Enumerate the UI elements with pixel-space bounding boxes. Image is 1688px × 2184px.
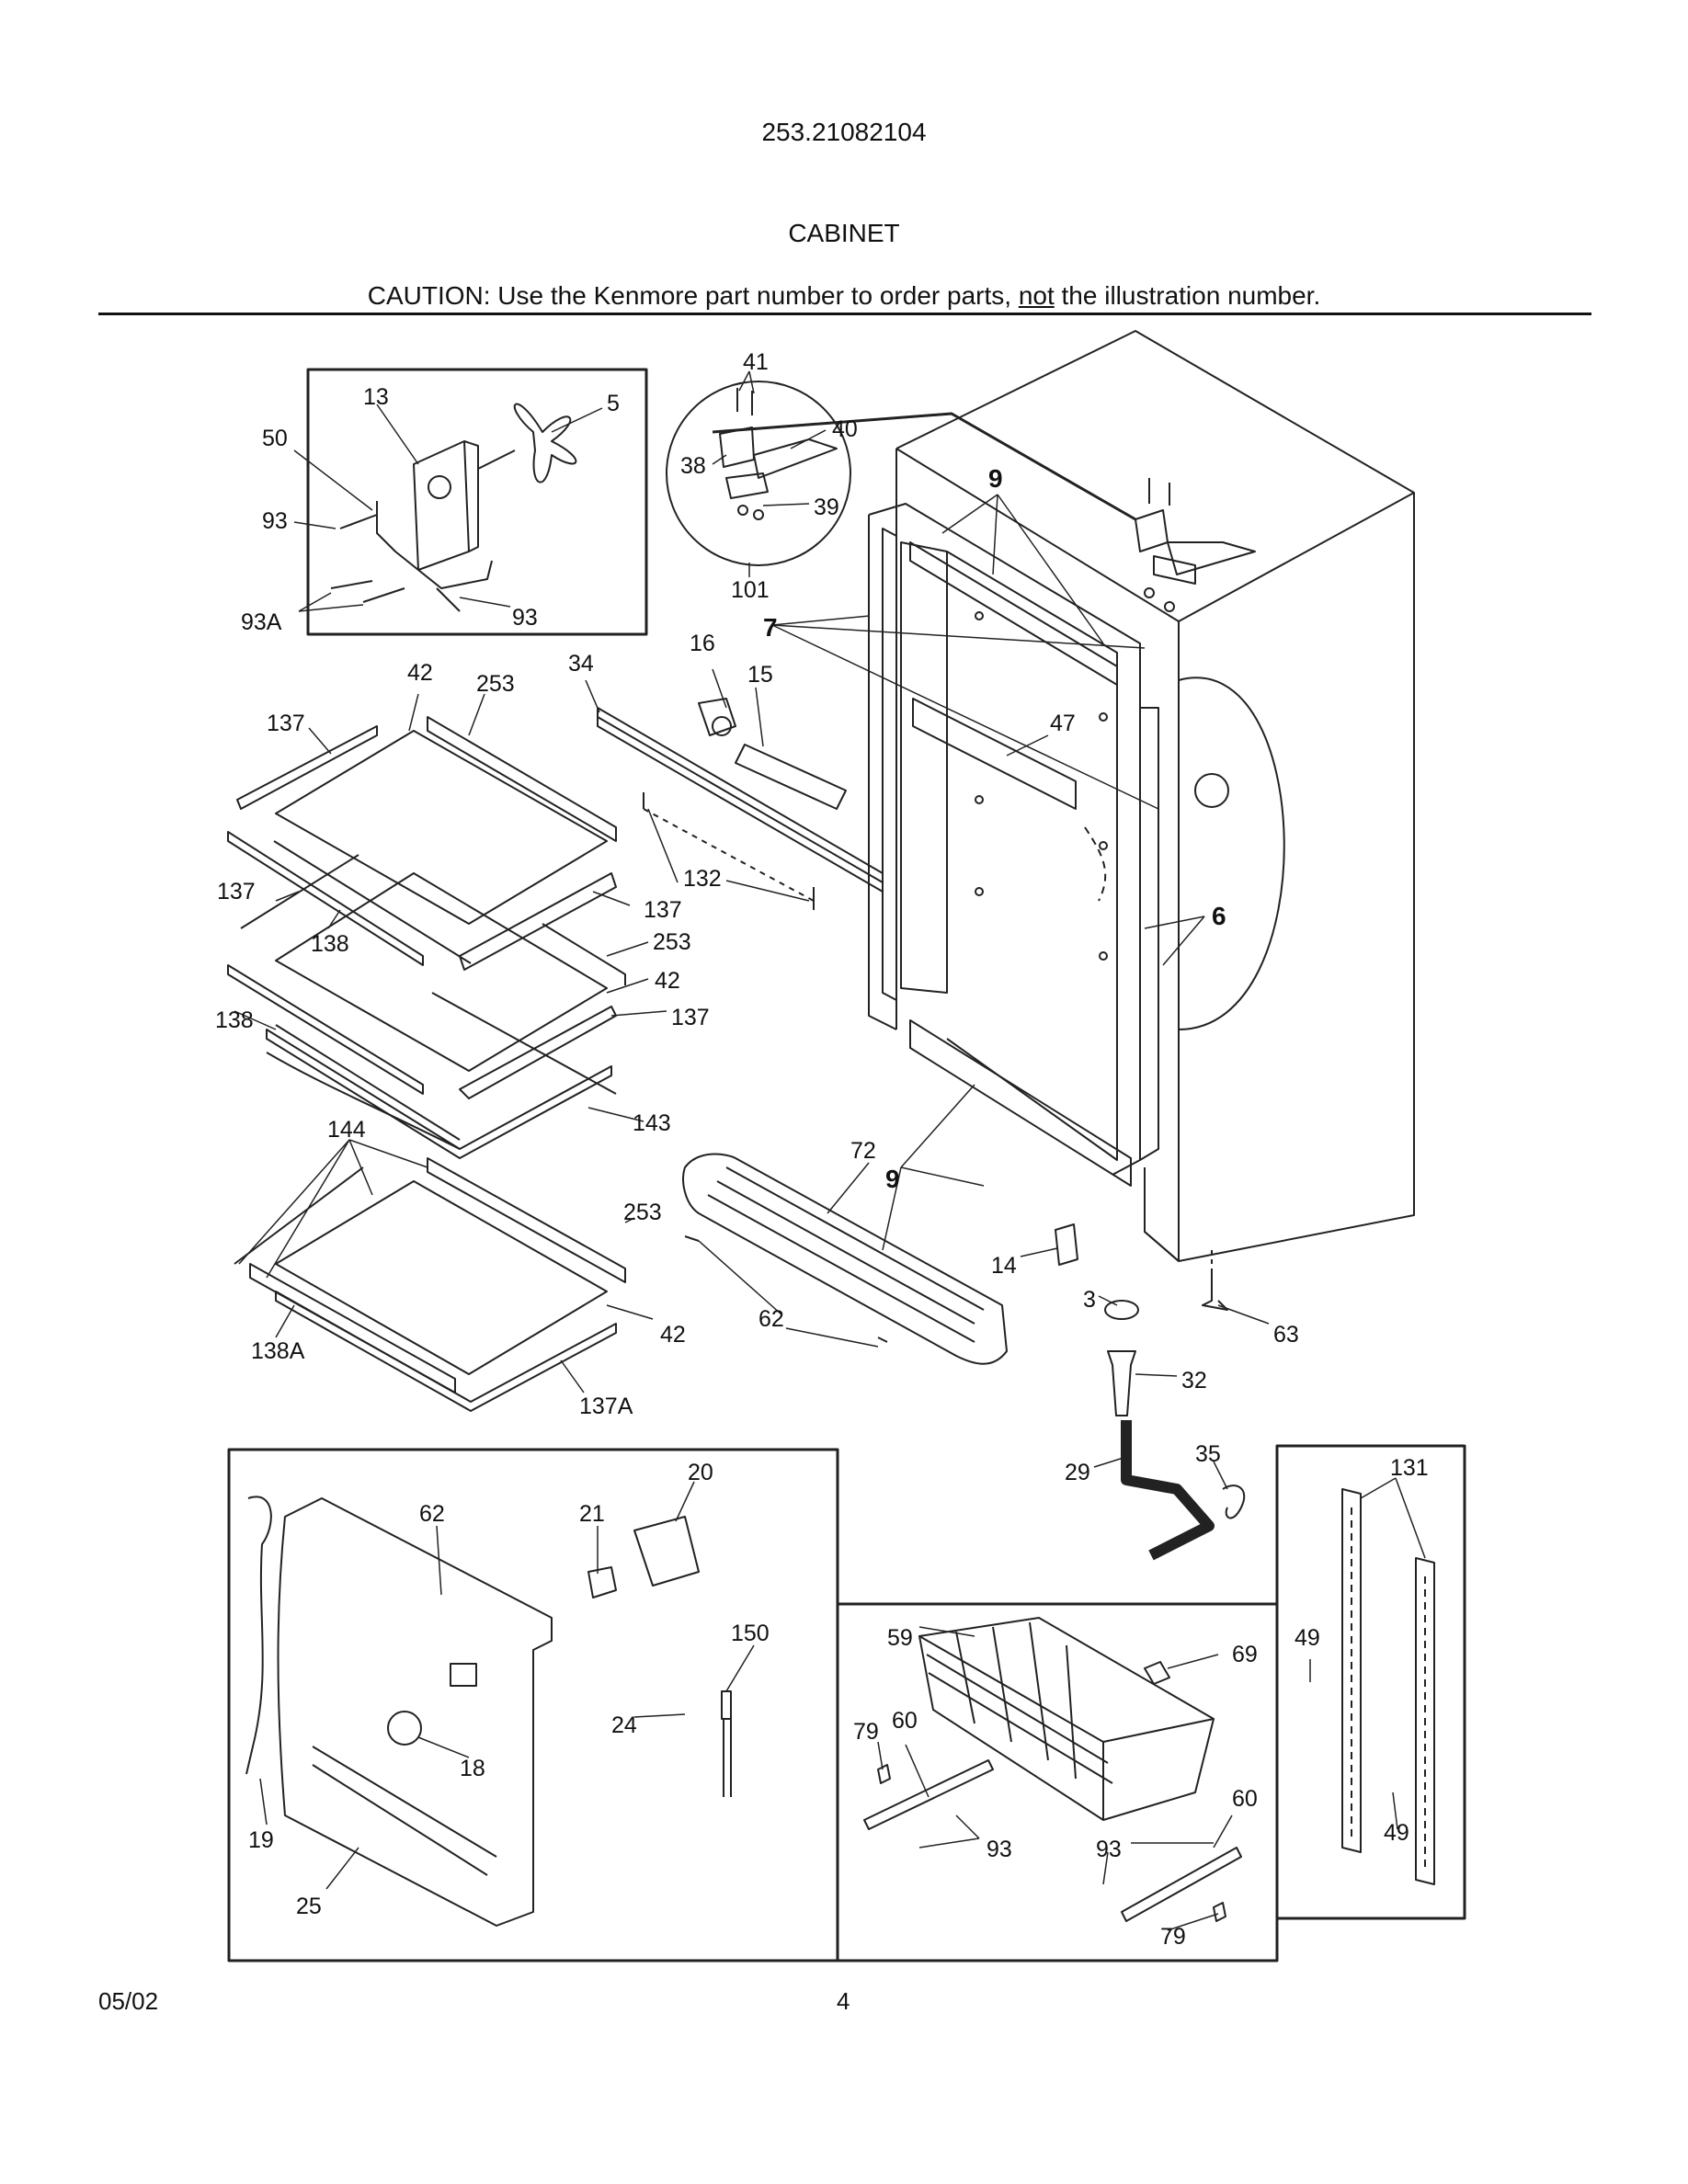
callout-138A: 138A — [251, 1338, 305, 1364]
caution-suffix: the illustration number. — [1054, 281, 1321, 310]
callout-144: 144 — [327, 1117, 366, 1143]
header-rule — [98, 313, 1591, 315]
cabinet-body — [895, 330, 1415, 1262]
rear-panel-assembly — [245, 1496, 732, 1927]
callout-labels: 41 40 38 39 101 13 5 50 93 93A 93 9 7 16… — [215, 349, 1429, 1950]
callout-35: 35 — [1195, 1441, 1221, 1467]
callout-47: 47 — [1050, 711, 1076, 736]
callout-16: 16 — [690, 631, 715, 656]
callout-5: 5 — [607, 391, 620, 416]
top-hinge-assembly — [1135, 478, 1256, 612]
rails-inset-box — [1275, 1444, 1466, 1920]
callout-62: 62 — [419, 1501, 445, 1527]
callout-143: 143 — [633, 1110, 671, 1136]
callout-29: 29 — [1065, 1460, 1090, 1485]
callout-93: 93 — [1096, 1837, 1122, 1862]
callout-25: 25 — [296, 1894, 322, 1919]
callout-18: 18 — [460, 1756, 485, 1781]
callout-132: 132 — [683, 866, 722, 892]
callout-39: 39 — [814, 495, 839, 520]
fan-motor-assembly — [330, 403, 577, 612]
callout-20: 20 — [688, 1460, 713, 1485]
callout-93A: 93A — [241, 609, 282, 635]
callout-15: 15 — [747, 662, 773, 688]
callout-14: 14 — [991, 1253, 1017, 1279]
callout-137: 137 — [267, 711, 305, 736]
callout-253: 253 — [653, 929, 691, 955]
caution-underlined: not — [1018, 281, 1055, 310]
wire-basket — [863, 1617, 1242, 1922]
callout-62: 62 — [758, 1306, 784, 1332]
callout-42: 42 — [655, 968, 680, 994]
leader-lines — [234, 370, 1426, 1931]
caution-text: CAUTION: Use the Kenmore part number to … — [367, 281, 1019, 310]
callout-150: 150 — [731, 1621, 770, 1646]
callout-24: 24 — [611, 1712, 637, 1738]
callout-3: 3 — [1083, 1287, 1096, 1313]
callout-9: 9 — [988, 464, 1003, 493]
hinge-detail-circle — [666, 381, 851, 566]
callout-93: 93 — [987, 1837, 1012, 1862]
callout-42: 42 — [407, 660, 433, 686]
callout-49: 49 — [1295, 1625, 1320, 1651]
callout-21: 21 — [579, 1501, 605, 1527]
callout-138: 138 — [215, 1007, 254, 1033]
crossbar-and-light — [597, 698, 884, 910]
callout-79: 79 — [1160, 1924, 1186, 1950]
callout-137: 137 — [671, 1005, 710, 1030]
callout-79: 79 — [853, 1719, 879, 1745]
callout-7: 7 — [763, 613, 778, 642]
basket-inset-box — [836, 1602, 1279, 1962]
callout-69: 69 — [1232, 1642, 1258, 1667]
callout-253: 253 — [623, 1200, 662, 1225]
callout-34: 34 — [568, 651, 594, 677]
callout-50: 50 — [262, 426, 288, 451]
callout-42: 42 — [660, 1322, 686, 1348]
callout-38: 38 — [680, 453, 706, 479]
callout-41: 41 — [743, 349, 769, 375]
callout-40: 40 — [832, 416, 858, 442]
callout-93: 93 — [262, 508, 288, 534]
detail-leader-101 — [712, 412, 1136, 521]
callout-101: 101 — [731, 577, 770, 603]
lower-shelf-group — [234, 1157, 626, 1412]
callout-137: 137 — [217, 879, 256, 904]
callout-137A: 137A — [579, 1393, 633, 1419]
callout-19: 19 — [248, 1827, 274, 1853]
callout-6: 6 — [1212, 902, 1226, 930]
callout-253: 253 — [476, 671, 515, 697]
callout-60: 60 — [892, 1708, 918, 1734]
callout-9: 9 — [885, 1165, 900, 1193]
callout-60: 60 — [1232, 1786, 1258, 1812]
callout-131: 131 — [1390, 1455, 1429, 1481]
drain-and-leveler-parts — [1055, 1223, 1246, 1561]
callout-59: 59 — [887, 1625, 913, 1651]
cabinet-liner — [868, 503, 1159, 1187]
callout-63: 63 — [1273, 1322, 1299, 1348]
shelf-rails — [1341, 1488, 1435, 1885]
caution-note: CAUTION: Use the Kenmore part number to … — [0, 281, 1688, 311]
callout-137: 137 — [644, 897, 682, 923]
callout-32: 32 — [1181, 1368, 1207, 1393]
fan-motor-inset-box — [306, 368, 648, 636]
footer-date: 05/02 — [98, 1987, 159, 2015]
model-number: 253.21082104 — [761, 118, 927, 146]
toe-grille — [682, 1153, 1008, 1365]
shelf-stack — [227, 716, 626, 1159]
page-number: 4 — [837, 1987, 850, 2015]
callout-13: 13 — [363, 384, 389, 410]
section-title: CABINET — [788, 219, 900, 247]
callout-93: 93 — [512, 605, 538, 631]
callout-72: 72 — [850, 1138, 876, 1164]
callout-49: 49 — [1384, 1820, 1409, 1846]
callout-138: 138 — [311, 931, 349, 957]
